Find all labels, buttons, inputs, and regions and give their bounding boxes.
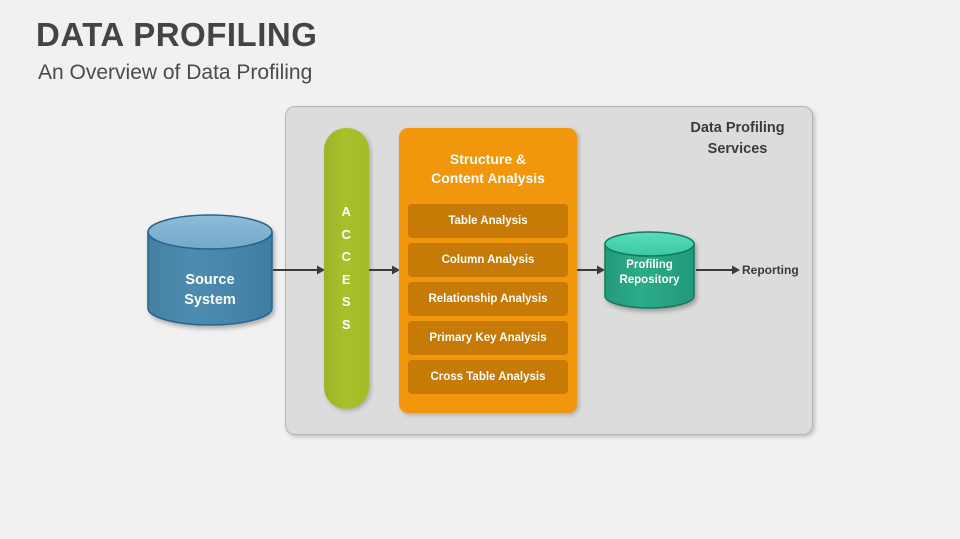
services-panel-title-line1: Data Profiling [690, 120, 785, 136]
analysis-item-relationship[interactable]: Relationship Analysis [408, 282, 568, 316]
access-letter-1: A [341, 204, 352, 219]
services-panel-title-line2: Services [707, 141, 768, 157]
services-panel-title: Data Profiling Services [660, 118, 815, 160]
analysis-item-table[interactable]: Table Analysis [408, 204, 568, 238]
access-bar-label: A C C E S S [342, 201, 352, 336]
profiling-repository-shape [604, 231, 695, 309]
analysis-item-cross-table[interactable]: Cross Table Analysis [408, 360, 568, 394]
profiling-repository-cylinder: Profiling Repository [604, 231, 695, 310]
access-letter-6: S [341, 316, 352, 332]
access-letter-2: C [341, 226, 352, 242]
access-letter-5: S [341, 294, 352, 309]
analysis-item-column[interactable]: Column Analysis [408, 243, 568, 277]
arrow-repository-to-reporting [696, 265, 740, 275]
reporting-label: Reporting [742, 263, 799, 277]
structure-content-analysis-panel[interactable]: Structure & Content Analysis Table Analy… [399, 128, 577, 413]
access-letter-4: E [341, 271, 352, 287]
source-system-shape [147, 214, 273, 326]
arrow-access-to-analysis [369, 265, 400, 275]
analysis-item-primary-key[interactable]: Primary Key Analysis [408, 321, 568, 355]
analysis-panel-heading-line2: Content Analysis [431, 170, 545, 186]
page-subtitle: An Overview of Data Profiling [38, 61, 313, 84]
analysis-item-list: Table Analysis Column Analysis Relations… [408, 204, 568, 394]
arrow-analysis-to-repository [577, 265, 605, 275]
analysis-panel-heading-line1: Structure & [449, 151, 527, 167]
access-bar[interactable]: A C C E S S [324, 128, 369, 409]
page-title: DATA PROFILING [36, 16, 318, 53]
analysis-panel-heading: Structure & Content Analysis [399, 150, 577, 188]
source-system-cylinder: Source System [147, 214, 273, 326]
access-letter-3: C [341, 249, 352, 264]
arrow-source-to-access [273, 265, 325, 275]
